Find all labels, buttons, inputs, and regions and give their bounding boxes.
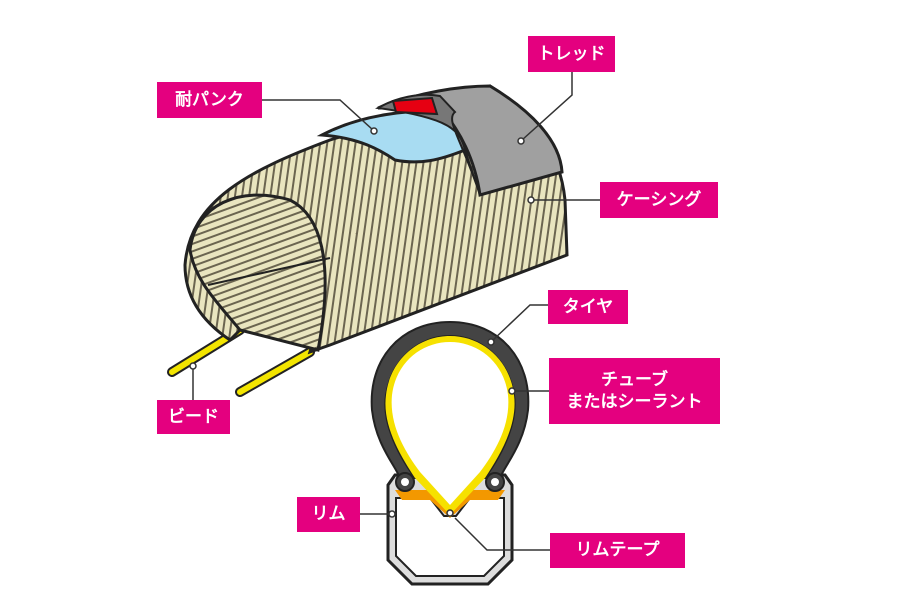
leader-lines	[189, 72, 600, 551]
label-bead: ビード	[157, 400, 230, 434]
casing-inner	[188, 193, 327, 352]
label-rim-tape: リムテープ	[550, 533, 685, 568]
label-rim: リム	[297, 497, 360, 532]
cross-section	[370, 320, 530, 586]
label-tube-sealant: チューブ またはシーラント	[549, 358, 720, 424]
label-tube-line2: またはシーラント	[566, 392, 703, 412]
label-tire: タイヤ	[548, 290, 628, 324]
label-tread: トレッド	[528, 36, 615, 72]
tire-cutaway	[167, 84, 569, 397]
label-casing: ケーシング	[600, 182, 718, 218]
tread-red-strip	[391, 96, 439, 116]
puncture-layer	[316, 109, 467, 164]
tread	[377, 84, 564, 197]
label-puncture-resistance: 耐パンク	[157, 82, 262, 118]
label-tube-line1: チューブ	[601, 369, 668, 390]
